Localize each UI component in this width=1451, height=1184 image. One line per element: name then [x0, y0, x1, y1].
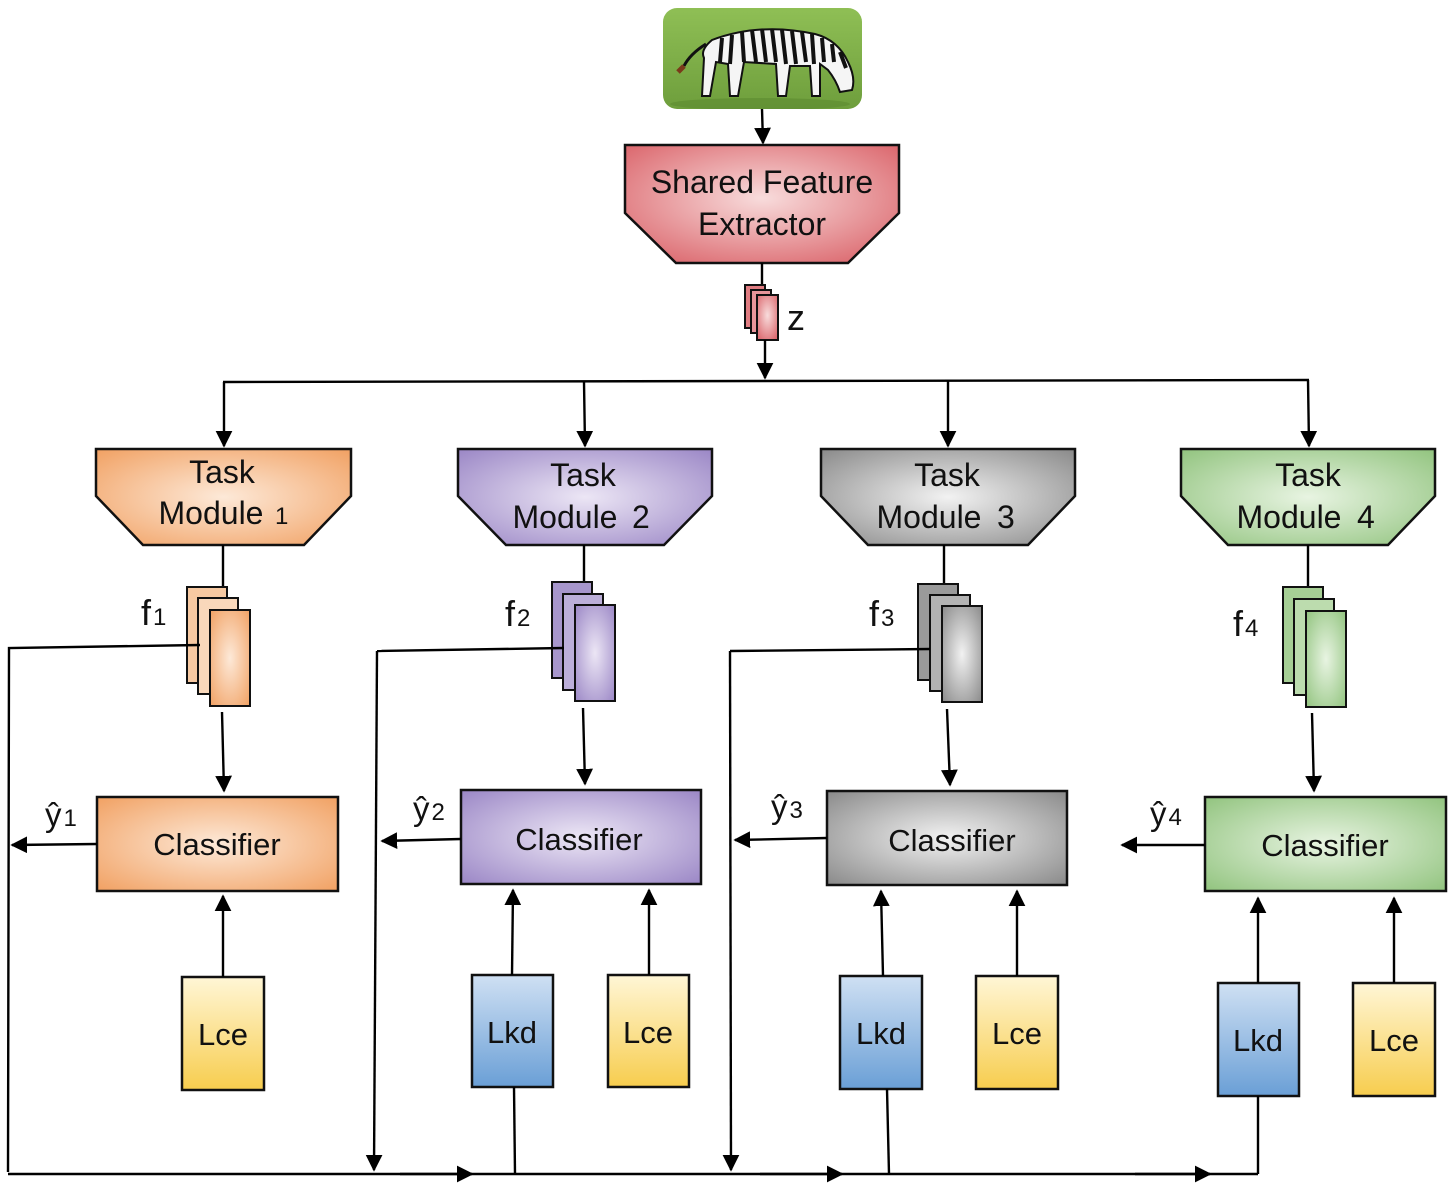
task-module-3-line1: Task	[914, 457, 981, 493]
loss-lce-3-label: Lce	[992, 1016, 1042, 1051]
feature-stack-2	[551, 581, 616, 702]
loss-lce-1-label: Lce	[198, 1017, 248, 1052]
loss-lkd-3-label: Lkd	[856, 1016, 906, 1051]
loss-lkd-4-label: Lkd	[1233, 1023, 1283, 1058]
shared-feature-extractor: Shared Feature Extractor	[623, 143, 901, 265]
extractor-label-line1: Shared Feature	[651, 164, 873, 200]
classifier-1-label: Classifier	[153, 827, 280, 862]
task-module-3-number: 3	[997, 499, 1015, 535]
task-module-1: Task Module 1	[94, 447, 353, 547]
task-module-4: Task Module 4	[1179, 447, 1437, 547]
task-module-1-line2: Module	[159, 495, 264, 531]
feature-stack-3	[917, 583, 983, 703]
shared-feature-stack	[744, 284, 779, 341]
task-module-2: Task Module 2	[456, 447, 714, 547]
input-image	[663, 8, 862, 109]
loss-lkd-2: Lkd	[470, 973, 555, 1089]
classifier-3-label: Classifier	[888, 823, 1015, 858]
feature-label-4: f4	[1233, 603, 1258, 644]
task-module-4-number: 4	[1357, 499, 1375, 535]
feature-label-1: f1	[141, 592, 166, 633]
prediction-label-1: ŷ1	[45, 796, 77, 833]
feature-stack-4	[1282, 586, 1347, 708]
extractor-label-line2: Extractor	[698, 206, 826, 242]
prediction-label-3: ŷ3	[771, 788, 803, 825]
classifier-2: Classifier	[459, 788, 703, 886]
loss-lce-1: Lce	[180, 975, 266, 1092]
prediction-label-4: ŷ4	[1150, 795, 1182, 832]
task-module-1-number: 1	[275, 503, 288, 530]
feature-label-2: f2	[505, 593, 530, 634]
classifier-4-label: Classifier	[1261, 828, 1388, 863]
classifier-4: Classifier	[1203, 795, 1448, 893]
task-module-1-line1: Task	[189, 454, 256, 490]
task-module-4-line1: Task	[1275, 457, 1342, 493]
task-module-3-line2: Module	[877, 499, 982, 535]
classifier-3: Classifier	[825, 789, 1069, 887]
task-module-2-line2: Module	[513, 499, 618, 535]
loss-lkd-2-label: Lkd	[487, 1015, 537, 1050]
shared-feature-label: z	[787, 297, 805, 338]
feature-stack-1	[186, 586, 251, 707]
loss-lce-4-label: Lce	[1369, 1023, 1419, 1058]
loss-lce-2-label: Lce	[623, 1015, 673, 1050]
prediction-label-2: ŷ2	[413, 790, 445, 827]
classifier-2-label: Classifier	[515, 822, 642, 857]
task-module-4-line2: Module	[1237, 499, 1342, 535]
loss-lce-4: Lce	[1351, 981, 1437, 1098]
loss-lkd-3: Lkd	[838, 974, 924, 1091]
task-module-2-number: 2	[632, 499, 650, 535]
zebra-icon	[670, 28, 855, 109]
loss-lce-3: Lce	[974, 974, 1060, 1091]
distillation-routing	[6, 643, 1260, 1183]
loss-lkd-4: Lkd	[1216, 981, 1301, 1098]
classifier-1: Classifier	[95, 795, 340, 893]
task-module-3: Task Module 3	[819, 447, 1077, 547]
loss-lce-2: Lce	[606, 973, 691, 1089]
task-module-2-line1: Task	[550, 457, 617, 493]
feature-label-3: f3	[869, 593, 894, 634]
